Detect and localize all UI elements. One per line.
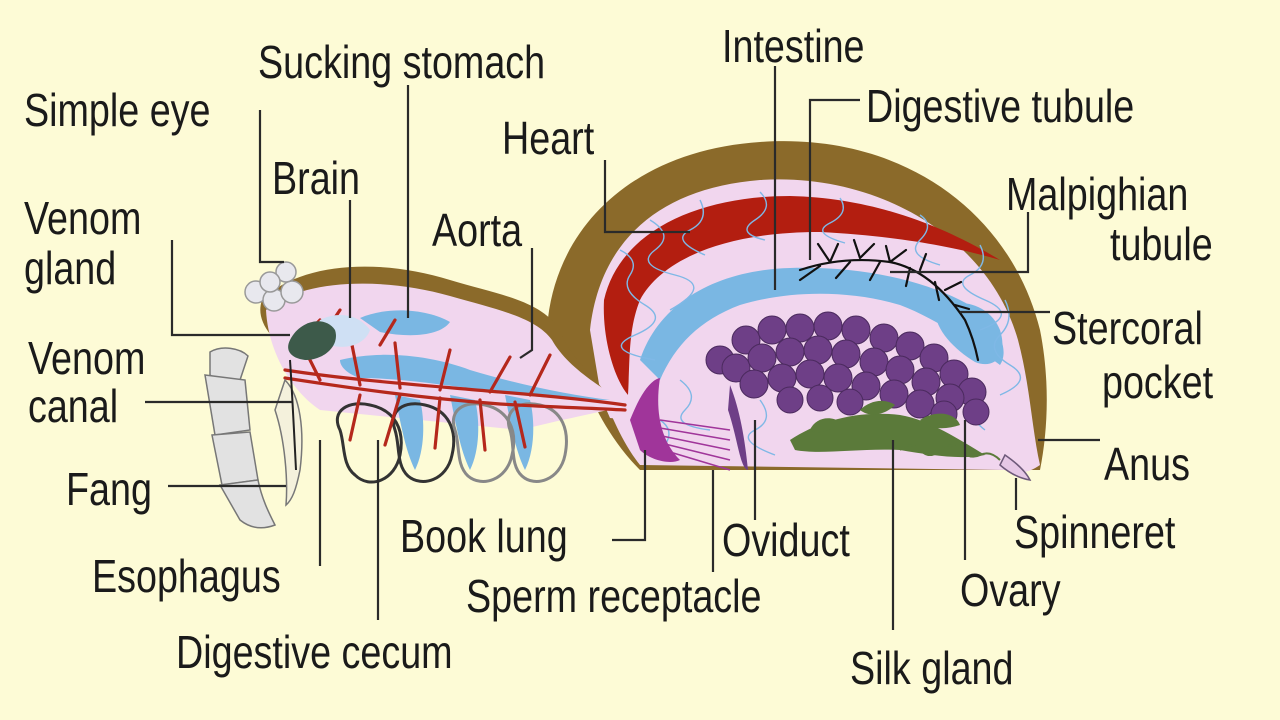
sucking-stomach-organ xyxy=(360,310,450,336)
label-sperm-receptacle: Sperm receptacle xyxy=(466,570,761,621)
stercoral-pocket-organ xyxy=(935,302,1003,365)
label-ovary: Ovary xyxy=(960,564,1061,615)
leg xyxy=(204,347,277,529)
label-fang: Fang xyxy=(66,463,152,514)
label-silk-gland: Silk gland xyxy=(850,642,1013,693)
label-spinneret: Spinneret xyxy=(1014,506,1176,557)
venom-gland-organ xyxy=(288,321,336,360)
label-digestive-tubule: Digestive tubule xyxy=(866,80,1134,131)
silk-gland-organ xyxy=(790,400,985,458)
heart-organ xyxy=(603,196,1000,395)
book-lung-organ xyxy=(335,402,568,484)
silk-gland-duct xyxy=(899,444,1001,461)
label-venom-canal-line1: Venom xyxy=(28,332,145,383)
oviduct-organ xyxy=(728,385,748,470)
label-brain: Brain xyxy=(272,152,360,203)
label-venom-gland-line1: Venom xyxy=(24,192,141,243)
label-malpighian-tubule-line2: tubule xyxy=(1110,218,1213,269)
label-esophagus: Esophagus xyxy=(92,550,281,601)
label-malpighian-tubule-line1: Malpighian xyxy=(1006,168,1188,219)
label-stercoral-pocket-line2: pocket xyxy=(1102,356,1213,407)
cecum-lobe-2 xyxy=(450,395,479,470)
label-heart: Heart xyxy=(502,112,594,163)
label-sucking-stomach: Sucking stomach xyxy=(258,36,545,87)
label-stercoral-pocket-line1: Stercoral xyxy=(1052,302,1203,353)
spinneret-organ xyxy=(999,453,1032,481)
label-oviduct: Oviduct xyxy=(722,514,850,565)
blood-vessels xyxy=(283,308,627,452)
label-anus: Anus xyxy=(1104,438,1190,489)
label-simple-eye: Simple eye xyxy=(24,84,211,135)
label-venom-gland-line2: gland xyxy=(24,242,116,293)
sperm-receptacle-organ xyxy=(630,378,731,471)
leader-lines xyxy=(145,66,1100,630)
label-digestive-cecum: Digestive cecum xyxy=(176,626,453,677)
digestive-cecum-organ xyxy=(340,354,610,400)
gut xyxy=(340,267,1004,470)
cecum-lobe-3 xyxy=(505,395,534,470)
venom-canal-organ xyxy=(289,359,297,471)
labels: Sucking stomach Simple eye Brain Venom g… xyxy=(24,20,1213,693)
simple-eye-organ xyxy=(244,261,304,312)
intestine-organ xyxy=(640,267,1004,380)
cecum-lobe-1 xyxy=(395,395,424,470)
label-venom-canal-line2: canal xyxy=(28,380,118,431)
label-intestine: Intestine xyxy=(722,20,865,71)
label-aorta: Aorta xyxy=(432,204,523,255)
malpighian-tubule-organ xyxy=(798,238,980,362)
label-book-lung: Book lung xyxy=(400,510,568,561)
ovary-organ xyxy=(705,311,990,428)
fang-organ xyxy=(274,378,303,507)
